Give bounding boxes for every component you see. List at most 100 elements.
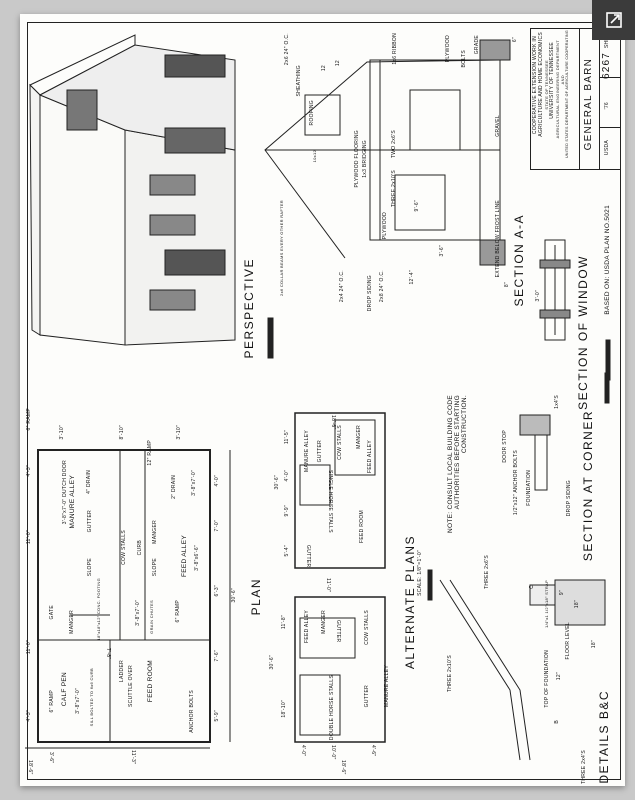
section-aa-title: SECTION A-A [512,214,526,307]
label-plywood: PLYWOOD [445,35,451,63]
plan-label: GRAIN CHUTES [149,600,154,634]
alt-dim: 10'-0" [330,745,336,760]
corner-label: DROP SIDING [566,480,572,517]
label-plywood: PLYWOOD [382,212,388,240]
alt-label: COW STALLS [337,425,343,460]
label-pitch: 12 [335,60,341,67]
plan-label: FEED ALLEY [181,535,188,578]
alt-dim: 4'-0" [300,745,306,757]
details-label: TOP OF FOUNDATION [544,650,550,708]
alt-label: SINGLE HORSE STALLS [327,470,333,533]
plan-label: 3'-8"x7'-0" [191,470,197,496]
plan-dim: 3'-6" [48,752,54,764]
plan-label: SCUTTLE OVER [128,665,134,707]
plan-label: CURB [137,540,143,556]
plan-dim: 4'-3" [26,465,32,477]
corner-label: 1/2"x12" ANCHOR BOLTS [513,450,519,516]
alt-dim: 4'-0" [284,470,290,482]
label-bridging: 1x3 BRIDGING [362,140,368,178]
alt-label: GUTTER [364,685,370,708]
alt-dim: 11'-8" [281,615,287,630]
details-label: THREE 2x6'S [484,555,490,589]
label-studs: 2x4 24" O.C. [339,270,345,303]
details-label: C [529,585,535,589]
dim-door-height: 9'-6" [414,200,420,212]
expand-button[interactable] [592,0,635,40]
alt-label: GUTTER [317,440,323,463]
plan-label: SLOPE [87,558,93,577]
plan-label: 6" RAMP [49,690,55,713]
details-drawing [439,372,610,761]
plan-dim: 11'-0" [26,640,32,655]
plan-label: 2" DRAIN [171,475,177,499]
plan-label: 6" RAMP [26,408,32,431]
plan-drawing [25,449,231,749]
plan-label: 8'-10" [119,425,125,440]
plan-label: CALF PEN [61,672,68,707]
plan-label: 3'-10" [59,425,65,440]
plan-label: COW STALLS [121,530,127,565]
plan-dim: 4'-3" [26,710,32,722]
label-frost-line: EXTEND BELOW FROST LINE [495,200,501,278]
section-window-title: SECTION OF WINDOW [576,255,590,410]
alternate-scale: SCALE: 1/8"=1'-0" [417,550,423,596]
label-pitch: 12 [321,65,327,72]
plan-dim: 4'-0" [214,475,220,487]
alt-label: MANGER [356,425,362,449]
window-section-drawing [539,239,611,381]
plan-title: GENERAL BARN [583,58,594,151]
based-on-note: BASED ON: USDA PLAN NO.5021 [604,205,611,315]
plan-number: 6267 [601,52,612,80]
plan-label: 3'-8"x6'-6" [194,545,200,571]
plan-label: FEED ROOM [147,660,154,703]
label-two-2x6: TWO 2x6'S [391,130,397,159]
plan-label: 3'-8"x7'-0" [135,600,141,626]
plan-dim: 7'-6" [214,650,220,662]
agency-label: USDA [604,140,610,156]
alt-dim: 4'-6" [370,745,376,757]
alt-label: COW STALLS [364,610,370,645]
alternate-plans-drawing [294,412,433,743]
plan-label: MANURE ALLEY [69,475,76,529]
alt-label: GUTTER [335,620,341,643]
alternate-plans-title: ALTERNATE PLANS [403,535,417,670]
details-title: DETAILS B&C [597,690,611,784]
plan-dim: 11'-3" [130,750,136,765]
label-bolts: BOLTS [461,50,467,68]
alt-label: FEED ALLEY [304,610,310,644]
corner-label: FOUNDATION [526,470,532,506]
details-label: FLOOR LEVEL [565,622,571,660]
alt-dim: 5'-4" [284,545,290,557]
alt-dim: 18'-6" [340,760,346,775]
details-label: 1/4"x1 1/2"x18" STRAP [544,580,549,628]
perspective-drawing [29,34,274,359]
alt-dim: 9'-9" [284,505,290,517]
title-block [530,28,621,170]
corner-label: 1x4'S [554,395,560,409]
label-drop-siding: DROP SIDING [367,275,373,312]
label-window-size: 10x12 [312,150,317,163]
label-gravel: GRAVEL [495,115,501,137]
details-label: 9" [559,590,565,596]
alt-label: MANURE ALLEY [384,665,390,707]
plan-dim: 6'-3" [214,585,220,597]
corner-label: DOOR STOP [502,430,508,463]
title-line: AGRICULTURAL ENGINEERING DEPARTMENT [555,40,560,139]
plan-label: 18"x18"x12" CONC. FOOTING [96,578,101,641]
plan-label: LADDER [119,660,125,683]
label-collar-beams: 2x6 COLLAR BEAMS EVERY OTHER RAFTER [279,200,284,296]
details-label: 18" [591,640,597,649]
details-label: B [554,720,560,724]
dim-8in: 8" [504,282,510,288]
dim-window: 3'-0" [535,290,541,302]
plan-label: 6" RAMP [175,600,181,623]
plan-label: SLOPE [152,558,158,577]
alt-label: FEED ROOM [359,510,365,543]
plan-label: ANCHOR BOLTS [189,690,195,733]
alt-label: DOUBLE HORSE STALLS [329,675,335,741]
note-line: CONSTRUCTION. [461,395,468,454]
plan-dim: 18'-6" [27,760,33,775]
label-grade: GRADE [474,35,480,55]
plan-label: GATE [49,605,55,620]
alt-dim: 11'-5" [284,430,290,445]
